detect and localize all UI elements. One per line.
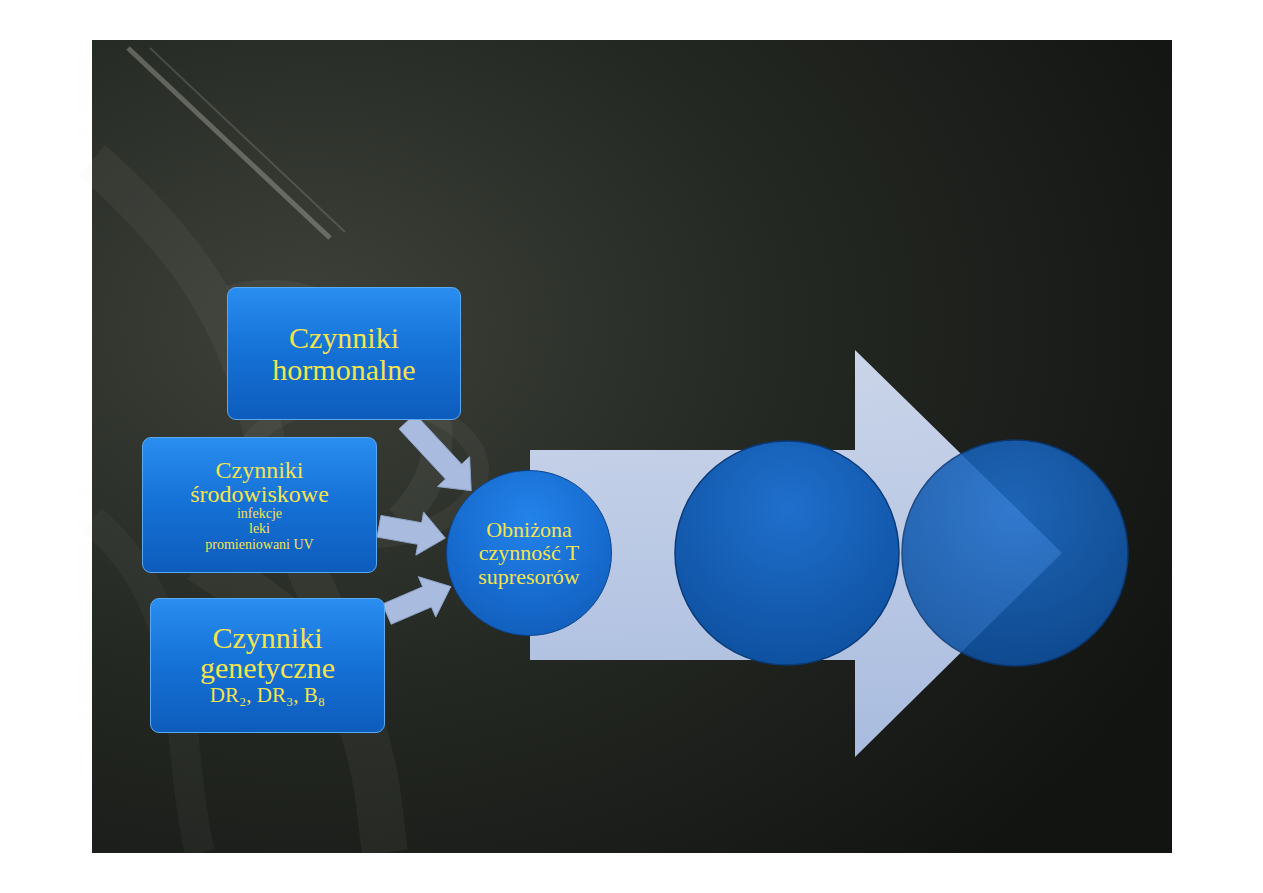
factor-box: Czynniki genetyczneDR₂, DR₃, B₈ — [150, 598, 385, 733]
empty-circle — [675, 441, 899, 665]
connector-arrow — [377, 512, 445, 555]
empty-circle — [902, 440, 1128, 666]
connector-arrow — [382, 577, 450, 625]
factor-box: Czynniki środowiskoweinfekcjelekipromien… — [142, 437, 377, 573]
node-heading: Czynniki genetyczne — [161, 623, 374, 683]
node-detail: infekcje — [237, 506, 282, 521]
node-heading: Czynniki hormonalne — [238, 322, 450, 385]
process-circle: Obniżona czynność T supresorów — [446, 470, 612, 636]
node-heading: Czynniki środowiskowe — [153, 458, 366, 506]
factor-box: Czynniki hormonalne — [227, 287, 461, 420]
node-detail: leki — [249, 521, 270, 536]
node-detail: DR₂, DR₃, B₈ — [210, 683, 325, 707]
slide — [92, 40, 1172, 853]
node-detail: promieniowani UV — [205, 537, 313, 552]
knee-xray-illustration — [92, 48, 480, 853]
connector-arrow — [399, 414, 471, 491]
node-heading: Obniżona czynność T supresorów — [473, 518, 585, 587]
